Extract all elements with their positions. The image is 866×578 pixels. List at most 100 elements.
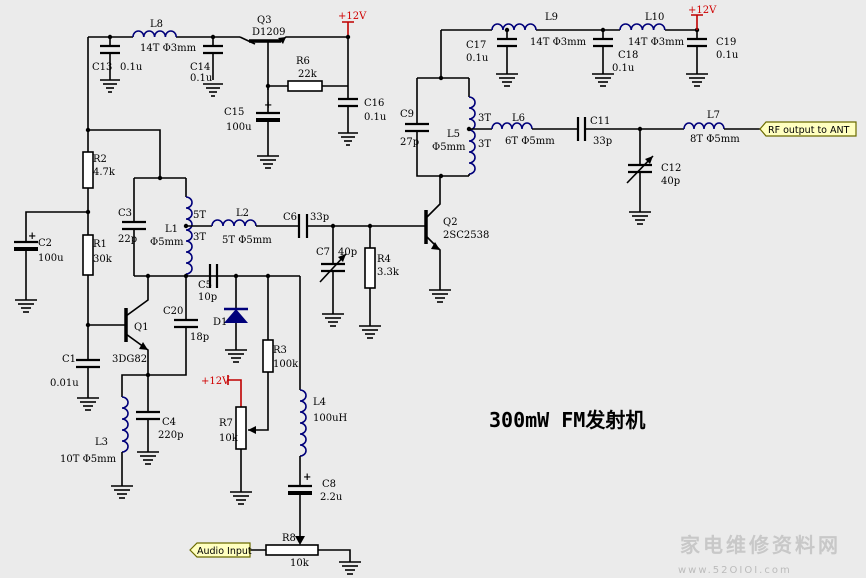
rf-output-label: RF output to ANT — [768, 125, 850, 136]
r6-value: 22k — [298, 69, 318, 80]
l8-ref: L8 — [150, 19, 163, 30]
c9-ref: C9 — [400, 109, 414, 120]
l5-ref: L5 — [447, 129, 460, 140]
resistor-r7: R7 10k — [219, 406, 247, 492]
l1-tap-bottom: 3T — [193, 232, 206, 243]
r1-value: 30k — [93, 254, 113, 265]
inductor-l9: L9 14T Φ3mm — [491, 12, 587, 48]
c2-ref: C2 — [38, 238, 52, 249]
r4-value: 3.3k — [377, 267, 400, 278]
inductor-l7: L7 8T Φ5mm — [683, 110, 768, 145]
capacitor-c7: C7 40p — [316, 226, 357, 314]
l6-ref: L6 — [512, 113, 525, 124]
supply-label-3: +12V — [688, 5, 717, 16]
ground-c1 — [77, 397, 99, 411]
c16-ref: C16 — [364, 98, 384, 109]
c12-ref: C12 — [661, 163, 681, 174]
rf-output-port: RF output to ANT — [759, 121, 857, 137]
capacitor-c13: C13 0.1u — [92, 37, 143, 80]
resistor-r1: R1 30k — [82, 234, 113, 276]
c4-value: 220p — [158, 430, 184, 441]
c14-value: 0.1u — [190, 73, 213, 84]
ground-c16 — [338, 132, 358, 146]
supply-filter-right — [438, 27, 700, 81]
l9-spec: 14T Φ3mm — [530, 37, 587, 48]
supply-12v-r7: +12V — [201, 375, 242, 407]
supply-12v-top-left: +12V — [338, 11, 367, 40]
supply-label-1: +12V — [338, 11, 367, 22]
capacitor-c19: C19 0.1u — [687, 30, 739, 74]
ground-c7 — [322, 313, 344, 327]
ground-q2 — [429, 289, 451, 303]
ground-c4 — [137, 451, 159, 465]
r1-ref: R1 — [93, 239, 107, 250]
c9-value: 27p — [400, 137, 419, 148]
capacitor-c18: C18 0.1u — [593, 30, 638, 74]
ground-r8 — [339, 561, 361, 575]
capacitor-c12: C12 40p — [626, 129, 681, 212]
inductor-l8: L8 14T Φ3mm — [132, 19, 197, 54]
capacitor-c6: C6 33p — [256, 212, 426, 238]
q1-part: 3DG82 — [112, 354, 147, 365]
l5-spec: Φ5mm — [432, 142, 466, 153]
ground-c2 — [15, 299, 37, 313]
ground-l3 — [111, 485, 133, 499]
resistor-r2: R2 4.7k — [82, 151, 116, 189]
q2-ref: Q2 — [443, 217, 458, 228]
c20-value: 18p — [190, 332, 209, 343]
c7-value: 40p — [338, 247, 357, 258]
resistor-r4: R4 3.3k — [364, 226, 400, 326]
c5-ref: C5 — [198, 280, 212, 291]
audio-input-port: Audio Input — [189, 542, 252, 558]
c17-ref: C17 — [466, 40, 486, 51]
resistor-r6: R6 22k — [268, 56, 348, 92]
c11-value: 33p — [593, 136, 612, 147]
l5-tap-top: 3T — [478, 113, 491, 124]
c11-ref: C11 — [590, 116, 610, 127]
l1-tap-top: 5T — [193, 210, 206, 221]
c5-value: 10p — [198, 292, 217, 303]
l2-ref: L2 — [236, 208, 249, 219]
r6-ref: R6 — [296, 56, 310, 67]
q1-ref: Q1 — [134, 322, 149, 333]
capacitor-c1: C1 0.01u — [50, 354, 100, 398]
c3-ref: C3 — [118, 208, 132, 219]
capacitor-c11: C11 33p — [576, 116, 684, 147]
inductor-l6: L6 6T Φ5mm — [469, 113, 578, 147]
capacitor-c9: C9 27p — [400, 109, 429, 148]
ground-d1 — [225, 349, 247, 363]
l10-ref: L10 — [645, 12, 664, 23]
l1-ref: L1 — [165, 224, 178, 235]
l2-spec: 5T Φ5mm — [222, 235, 272, 246]
q2-part: 2SC2538 — [443, 230, 489, 241]
c4-ref: C4 — [162, 417, 176, 428]
r4-ref: R4 — [377, 254, 391, 265]
c7-ref: C7 — [316, 247, 330, 258]
capacitor-c5: C5 10p — [198, 264, 219, 303]
r7-ref: R7 — [219, 418, 233, 429]
r3-ref: R3 — [273, 345, 287, 356]
audio-input-label: Audio Input — [197, 546, 252, 557]
capacitor-c3: C3 22p — [118, 208, 146, 245]
l10-spec: 14T Φ3mm — [628, 37, 685, 48]
l9-ref: L9 — [545, 12, 558, 23]
transistor-q3: Q3 D1209 — [239, 15, 348, 56]
svg-text:+: + — [28, 231, 36, 242]
ground-r7 — [230, 491, 252, 505]
l1-spec: Φ5mm — [150, 237, 184, 248]
c19-ref: C19 — [716, 37, 736, 48]
l3-ref: L3 — [95, 437, 108, 448]
c1-value: 0.01u — [50, 378, 79, 389]
inductor-l2: L2 5T Φ5mm — [211, 208, 272, 246]
ground-c15 — [257, 155, 279, 169]
ground-c14 — [203, 83, 223, 97]
q3-part: D1209 — [252, 27, 285, 38]
c6-value: 33p — [310, 212, 329, 223]
inductor-l4: L4 100uH — [299, 389, 348, 486]
c13-value: 0.1u — [120, 62, 143, 73]
c16-value: 0.1u — [364, 112, 387, 123]
c8-value: 2.2u — [320, 492, 343, 503]
capacitor-c2: + C2 100u — [14, 231, 64, 300]
c19-value: 0.1u — [716, 50, 739, 61]
capacitor-c4: C4 220p — [136, 375, 184, 452]
